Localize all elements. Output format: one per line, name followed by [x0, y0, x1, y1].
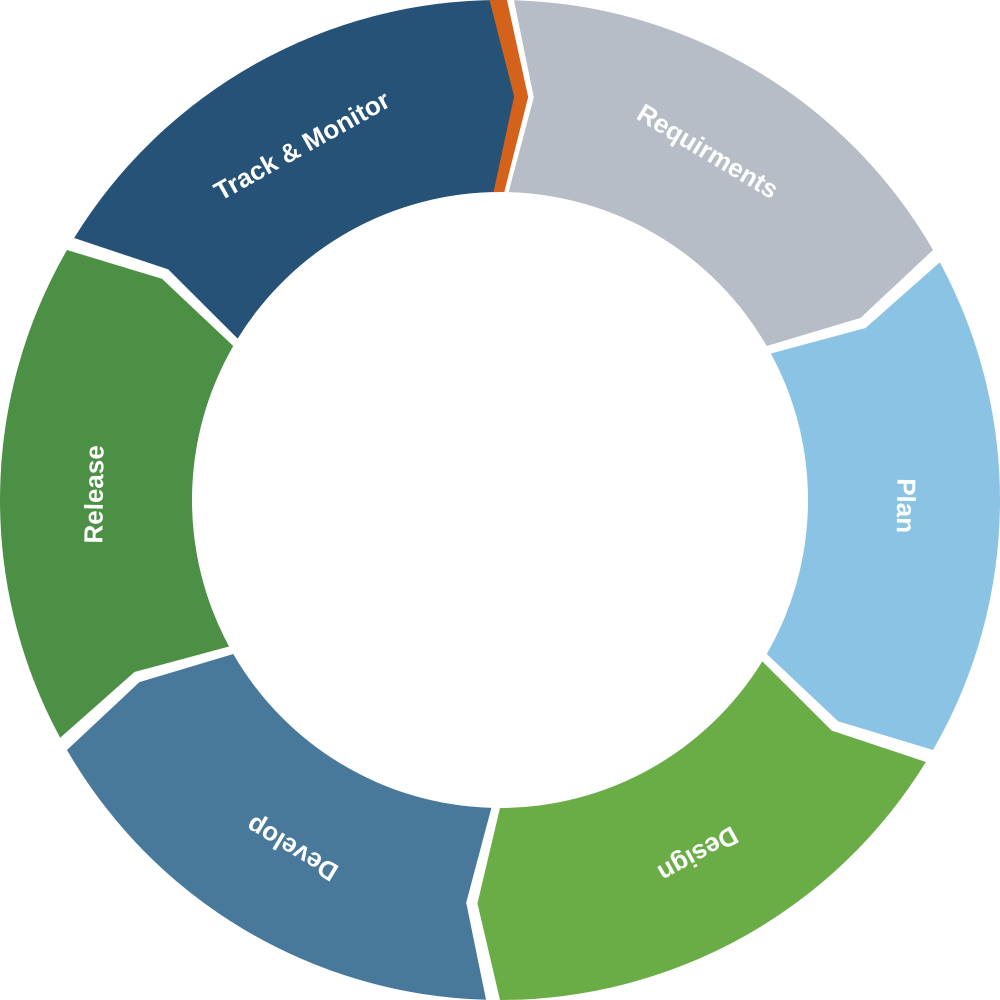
- start-marker: [489, 0, 529, 193]
- segment-release: [0, 250, 234, 738]
- segment-track-monitor: [74, 0, 523, 339]
- segment-requirements: [508, 0, 934, 346]
- segment-develop: [66, 654, 492, 1000]
- segment-design: [477, 661, 926, 1000]
- segment-label-plan: Plan: [891, 478, 922, 533]
- segment-label-release: Release: [78, 445, 109, 544]
- segment-plan: [766, 262, 1000, 750]
